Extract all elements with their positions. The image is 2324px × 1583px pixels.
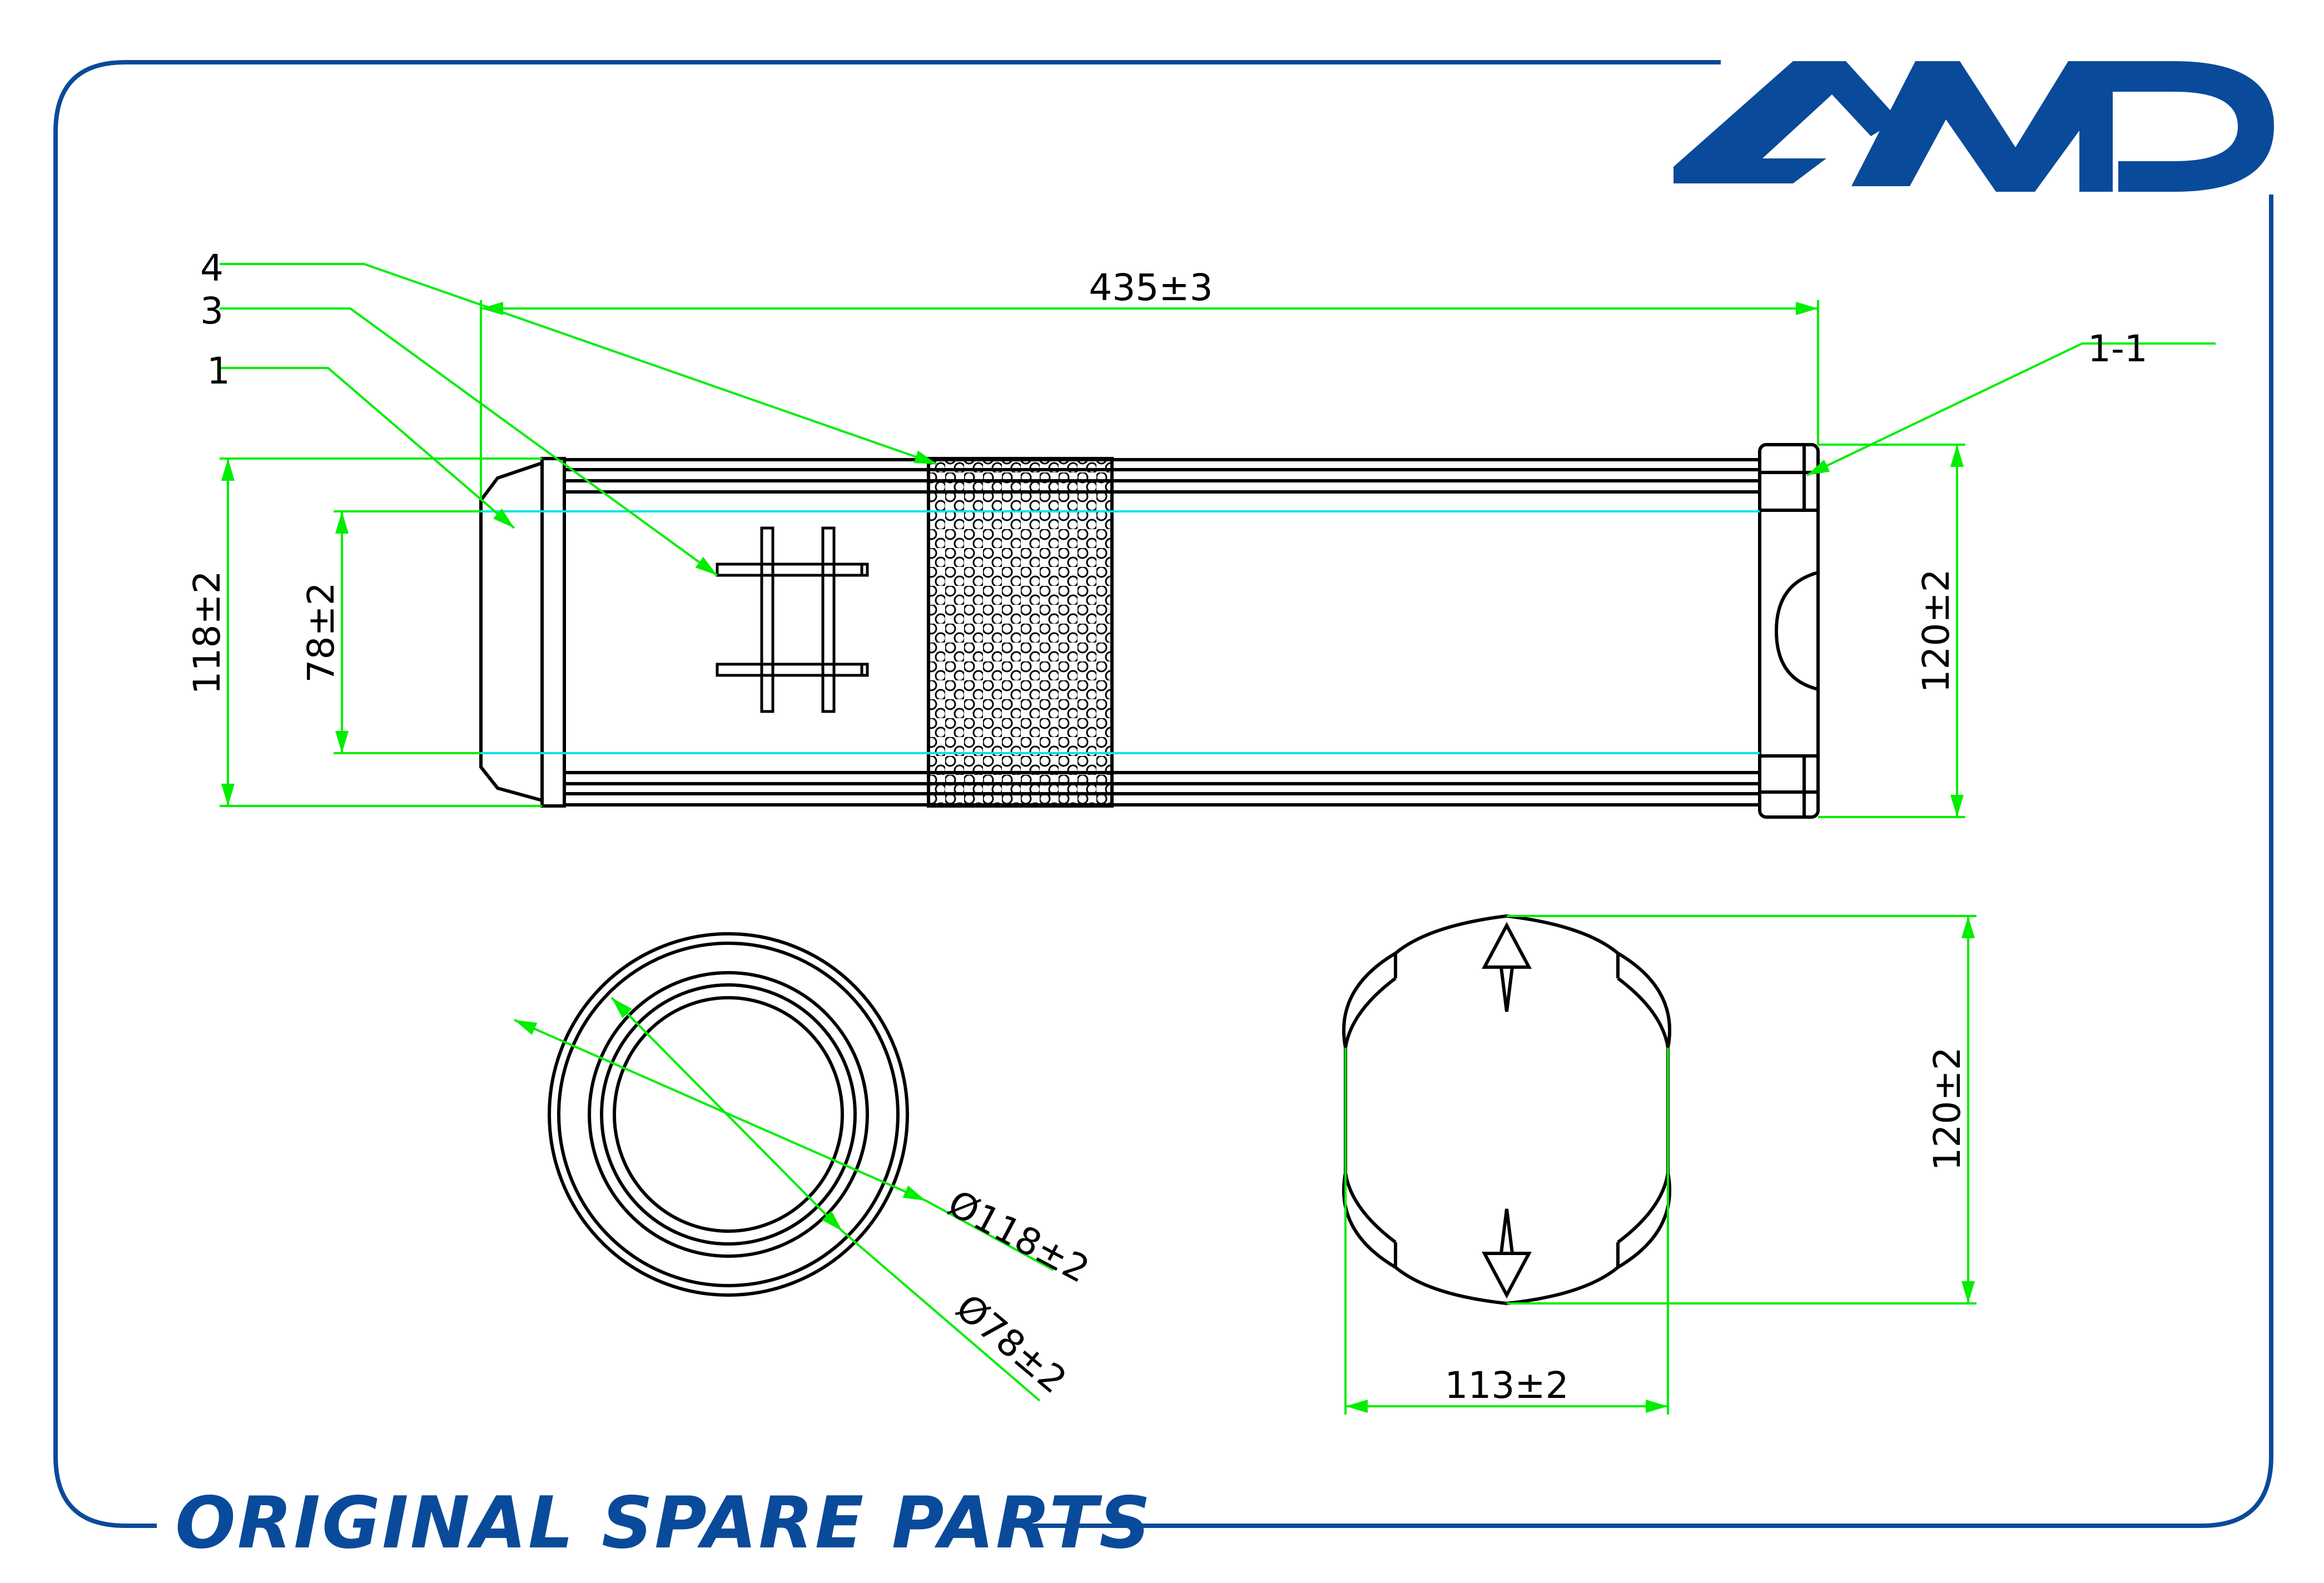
bottom-tab [1482, 1208, 1532, 1299]
callout-1-1-label: 1-1 [2088, 327, 2148, 370]
side-view [479, 443, 1820, 819]
perforated-band [927, 457, 1114, 808]
side-view-dimensions [220, 263, 2216, 818]
left-flange [540, 457, 566, 808]
callout-1-label: 1 [207, 350, 230, 392]
footer-banner: ORIGINAL SPARE PARTS [175, 1482, 1152, 1565]
left-end-cap [479, 460, 544, 803]
end-cap-dimensions [1344, 915, 1977, 1415]
end-cap-view [1342, 914, 1672, 1306]
page-frame [53, 60, 2273, 1528]
end-outer-diameter-label: Ø118±2 [941, 1182, 1096, 1291]
callout-4-label: 4 [200, 247, 224, 290]
callout-3-leader [220, 307, 718, 576]
amd-logo-d [2079, 61, 2274, 192]
callout-4-leader [220, 263, 937, 465]
side-inner-diameter-label: 78±2 [300, 582, 342, 683]
end-inner-diameter-line [610, 997, 843, 1232]
label-mark [716, 526, 869, 713]
top-tab [1482, 922, 1532, 1012]
inner-bore-lines [481, 510, 1760, 754]
callout-3-label: 3 [200, 290, 224, 332]
callout-1-leader [220, 367, 515, 529]
side-end-cap-diameter-label: 120±2 [1915, 569, 1958, 693]
end-view-dimensions [514, 997, 1054, 1402]
cap-width-label: 113±2 [1444, 1364, 1568, 1407]
end-inner-diameter-label: Ø78±2 [948, 1286, 1075, 1402]
amd-logo-a [1674, 61, 1899, 183]
cap-outline [1342, 914, 1672, 1306]
amd-logo [1674, 61, 2274, 192]
amd-logo-m [1851, 61, 2113, 192]
end-outer-diameter-line [514, 1019, 926, 1202]
body-rails [564, 458, 1760, 807]
side-outer-diameter-label: 118±2 [186, 570, 229, 694]
cap-height-label: 120±2 [1926, 1047, 1969, 1171]
overall-length-label: 435±3 [1089, 266, 1213, 309]
right-end-cap [1758, 443, 1820, 819]
